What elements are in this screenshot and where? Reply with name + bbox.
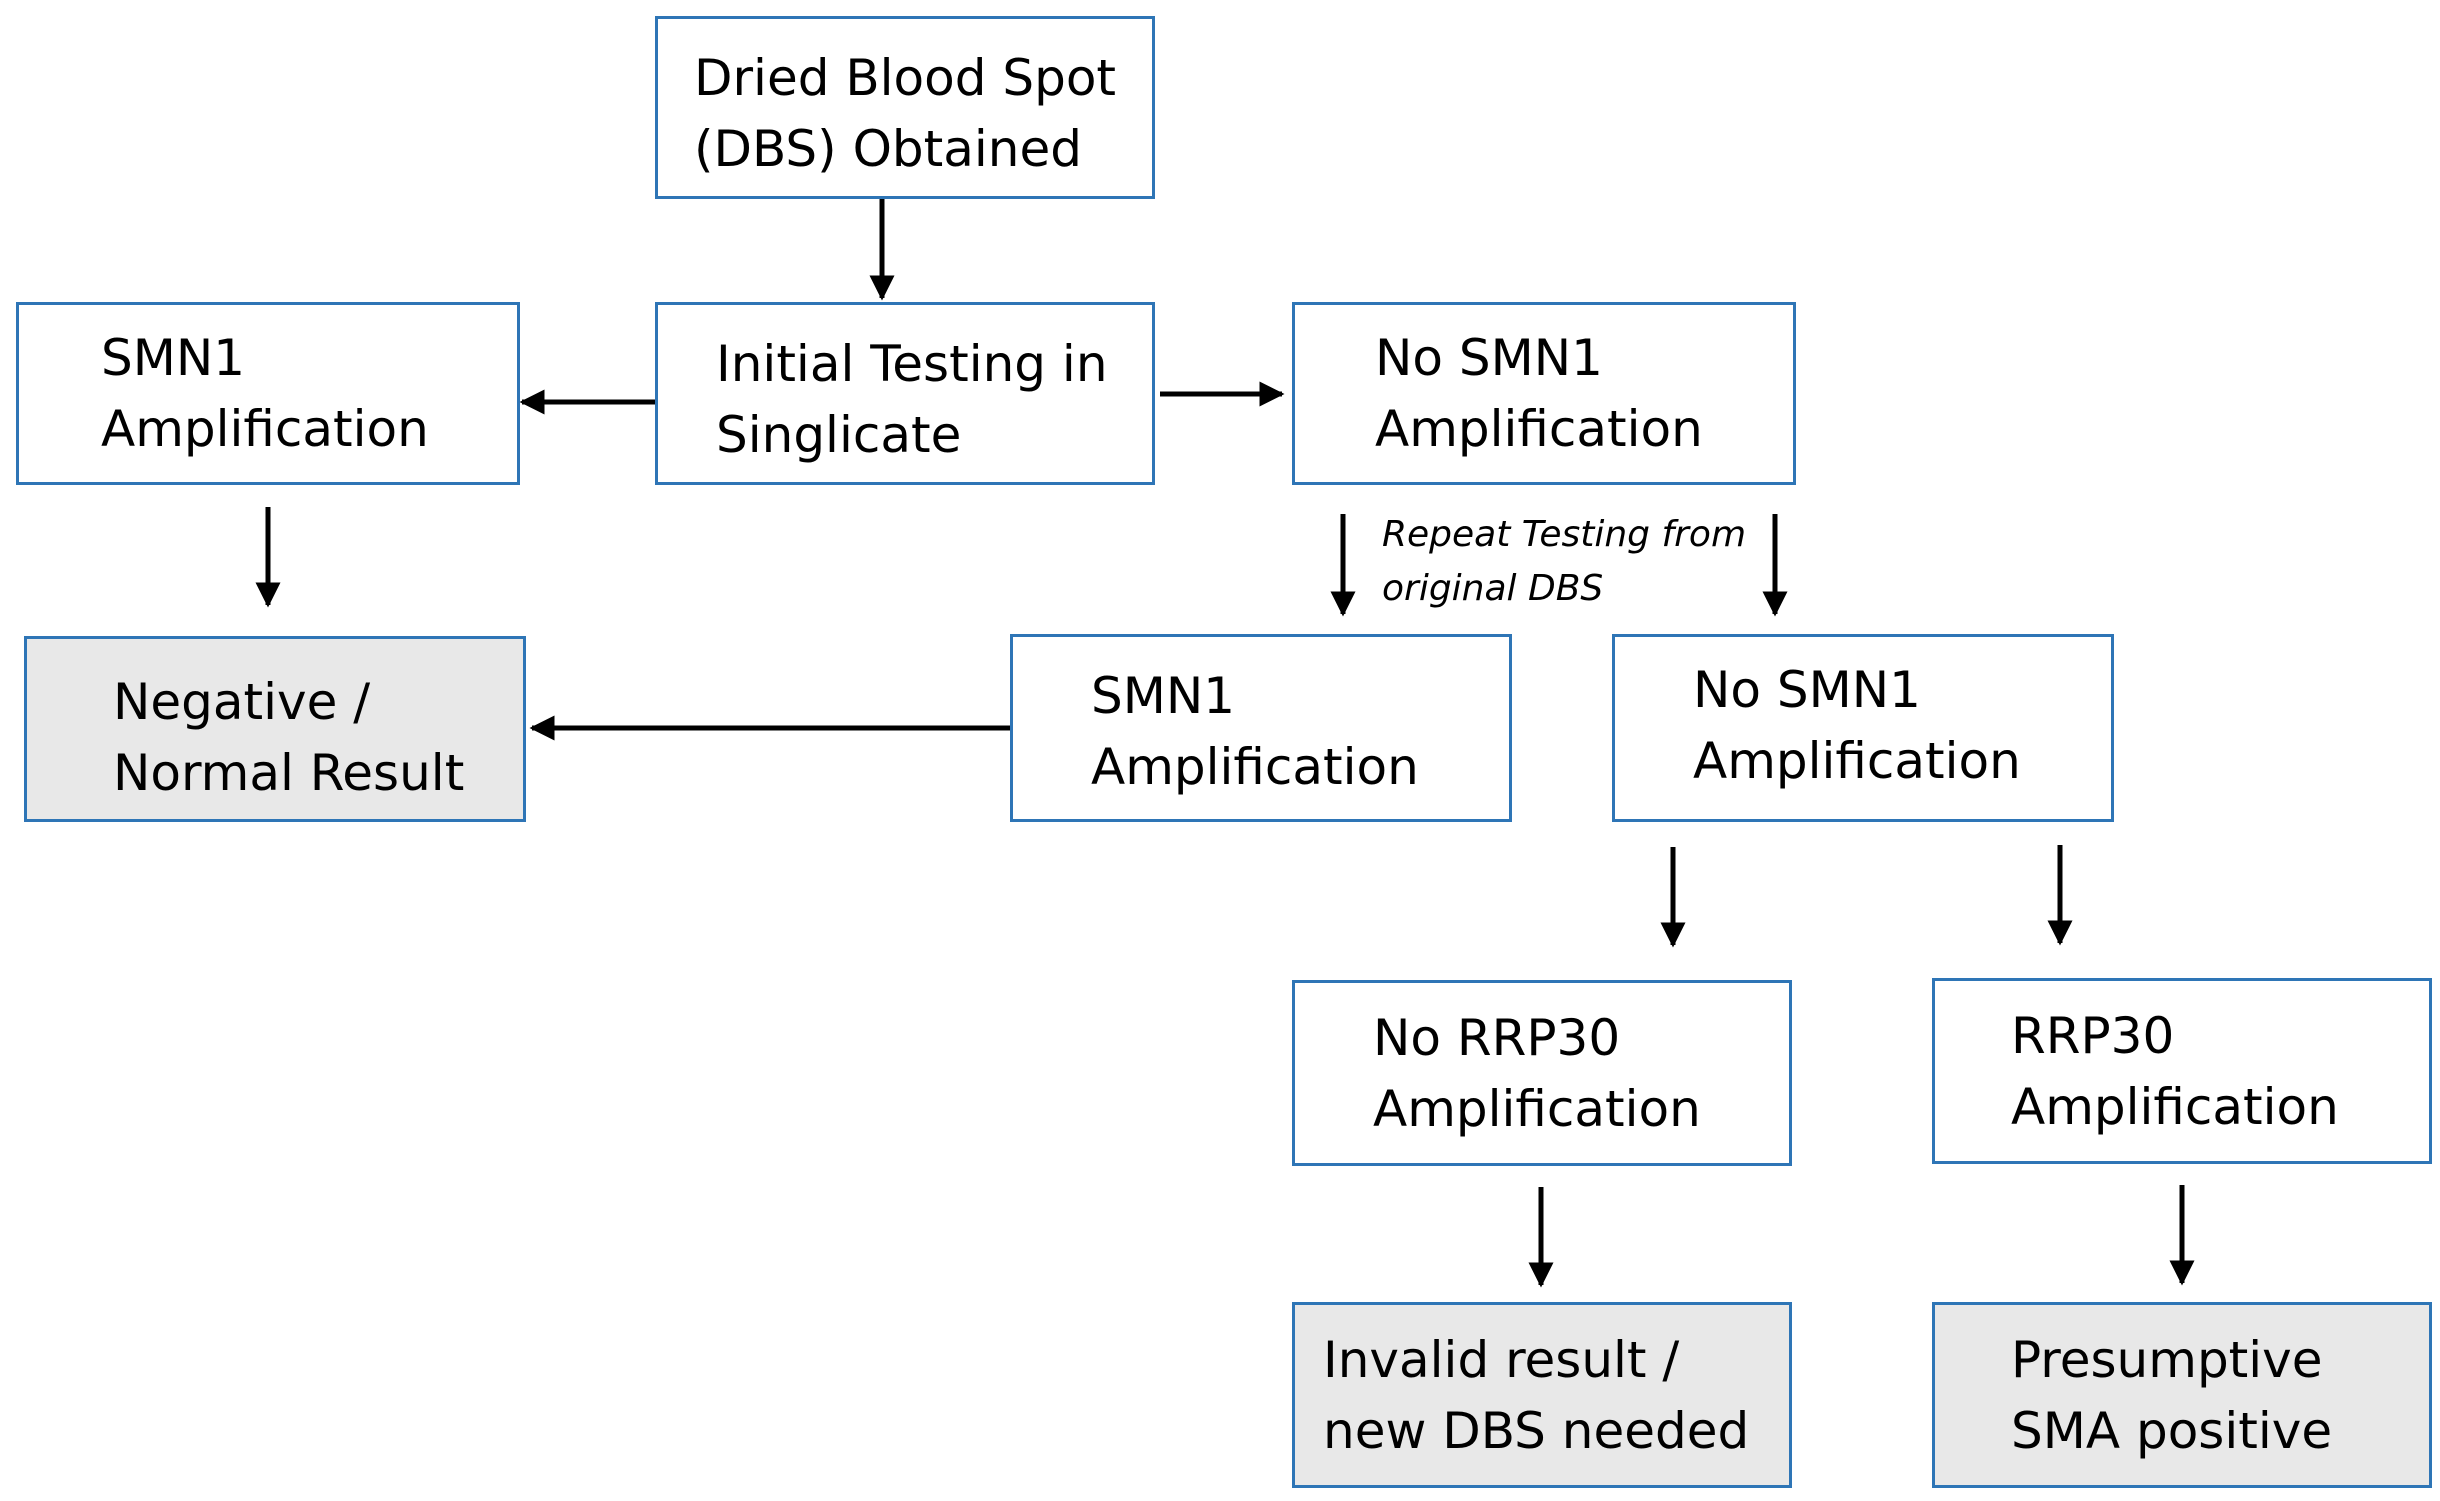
node-rrp30-amplification-line-1: RRP30 (2011, 1007, 2175, 1065)
node-invalid-result-line-1: Invalid result / (1323, 1331, 1680, 1389)
node-smn1-amplification-repeat: SMN1 Amplification (1010, 634, 1512, 822)
node-presumptive-sma-positive-line-2: SMA positive (2011, 1402, 2333, 1460)
node-presumptive-sma-positive: Presumptive SMA positive (1932, 1302, 2432, 1488)
node-smn1-amplification-repeat-line-1: SMN1 (1091, 667, 1236, 725)
node-negative-normal-result: Negative / Normal Result (24, 636, 526, 822)
node-initial-testing-line-1: Initial Testing in (716, 335, 1108, 393)
node-smn1-amplification-repeat-line-2: Amplification (1091, 738, 1419, 796)
node-rrp30-amplification: RRP30 Amplification (1932, 978, 2432, 1164)
node-smn1-amplification-initial-line-2: Amplification (101, 400, 429, 458)
node-rrp30-amplification-line-2: Amplification (2011, 1078, 2339, 1136)
node-no-smn1-amplification-repeat: No SMN1 Amplification (1612, 634, 2114, 822)
node-smn1-amplification-initial-line-1: SMN1 (101, 329, 246, 387)
node-initial-testing-line-2: Singlicate (716, 406, 962, 464)
node-invalid-result-line-2: new DBS needed (1323, 1402, 1750, 1460)
node-no-smn1-amplification-initial-line-2: Amplification (1375, 400, 1703, 458)
node-negative-normal-result-line-2: Normal Result (113, 744, 465, 802)
repeat-testing-note-line-1: Repeat Testing from (1382, 514, 1747, 555)
repeat-testing-note: Repeat Testing from original DBS (1382, 508, 1746, 616)
node-presumptive-sma-positive-line-1: Presumptive (2011, 1331, 2323, 1389)
node-no-smn1-amplification-repeat-line-1: No SMN1 (1693, 661, 1921, 719)
node-no-rrp30-amplification-line-2: Amplification (1373, 1080, 1701, 1138)
node-invalid-result: Invalid result / new DBS needed (1292, 1302, 1792, 1488)
node-dbs-obtained: Dried Blood Spot (DBS) Obtained (655, 16, 1155, 199)
node-no-smn1-amplification-initial: No SMN1 Amplification (1292, 302, 1796, 485)
repeat-testing-note-line-2: original DBS (1382, 568, 1604, 609)
node-no-smn1-amplification-repeat-line-2: Amplification (1693, 732, 2021, 790)
node-no-smn1-amplification-initial-line-1: No SMN1 (1375, 329, 1603, 387)
node-dbs-obtained-line-2: (DBS) Obtained (694, 120, 1082, 178)
node-negative-normal-result-line-1: Negative / (113, 673, 371, 731)
node-dbs-obtained-line-1: Dried Blood Spot (694, 49, 1117, 107)
node-no-rrp30-amplification-line-1: No RRP30 (1373, 1009, 1621, 1067)
node-smn1-amplification-initial: SMN1 Amplification (16, 302, 520, 485)
node-no-rrp30-amplification: No RRP30 Amplification (1292, 980, 1792, 1166)
node-initial-testing: Initial Testing in Singlicate (655, 302, 1155, 485)
